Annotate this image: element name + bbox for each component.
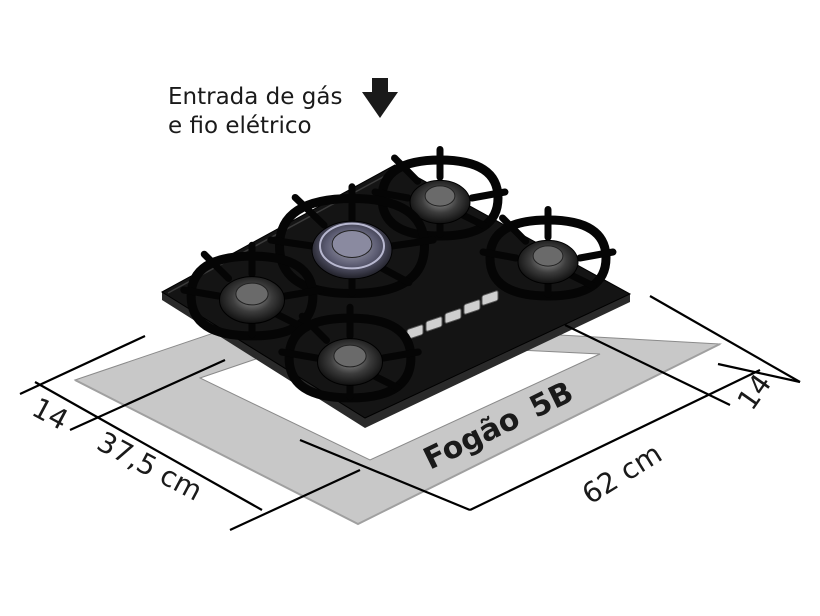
cooktop: [161, 145, 632, 428]
grate-prong: [391, 154, 422, 185]
burner-cap: [424, 185, 456, 207]
grate-prong: [180, 286, 223, 300]
grate-prong: [371, 188, 412, 202]
grate-prong: [271, 310, 304, 330]
burner: [278, 303, 422, 403]
burner: [371, 145, 509, 241]
dim-left-margin: 14: [27, 391, 74, 437]
grate-prong: [281, 286, 324, 300]
grate-prong: [379, 348, 422, 362]
grate: [186, 251, 318, 341]
grate-prong: [200, 250, 233, 282]
counter-edge: [74, 343, 721, 526]
note-line-2: e fio elétrico: [168, 113, 312, 139]
knob[interactable]: [481, 290, 499, 306]
grate-prong: [291, 193, 328, 229]
grate: [485, 215, 611, 301]
grate-prong: [388, 236, 437, 250]
burner: [180, 241, 324, 341]
knob[interactable]: [444, 308, 462, 324]
dimension-lines: [19, 295, 801, 531]
dim-width: 62 cm: [576, 437, 667, 511]
grate-prong: [298, 312, 331, 344]
grate-prong: [566, 271, 597, 290]
grate-prong: [468, 188, 509, 202]
knob[interactable]: [425, 316, 443, 332]
wok-ring: [319, 222, 385, 270]
knob[interactable]: [463, 299, 481, 315]
burner-group: [180, 145, 617, 403]
knob-row: [406, 290, 499, 340]
grate-prong: [576, 248, 617, 262]
burner-cap: [532, 245, 564, 267]
grate-prong: [267, 236, 316, 250]
grate: [284, 313, 416, 403]
burner-cap: [333, 344, 367, 368]
grate-prong: [479, 248, 520, 262]
grate-prong: [499, 214, 530, 245]
note-line-1: Entrada de gás: [168, 84, 342, 110]
grate-prong: [458, 211, 489, 230]
wok-burner: [267, 183, 437, 299]
burner-cap: [235, 282, 269, 306]
down-arrow-icon: [362, 78, 398, 118]
grate-prong: [278, 348, 321, 362]
burner-cap: [331, 230, 373, 258]
grate: [377, 155, 503, 241]
grate-prong: [369, 372, 402, 392]
burner: [479, 205, 617, 301]
grate-prong: [376, 263, 413, 287]
